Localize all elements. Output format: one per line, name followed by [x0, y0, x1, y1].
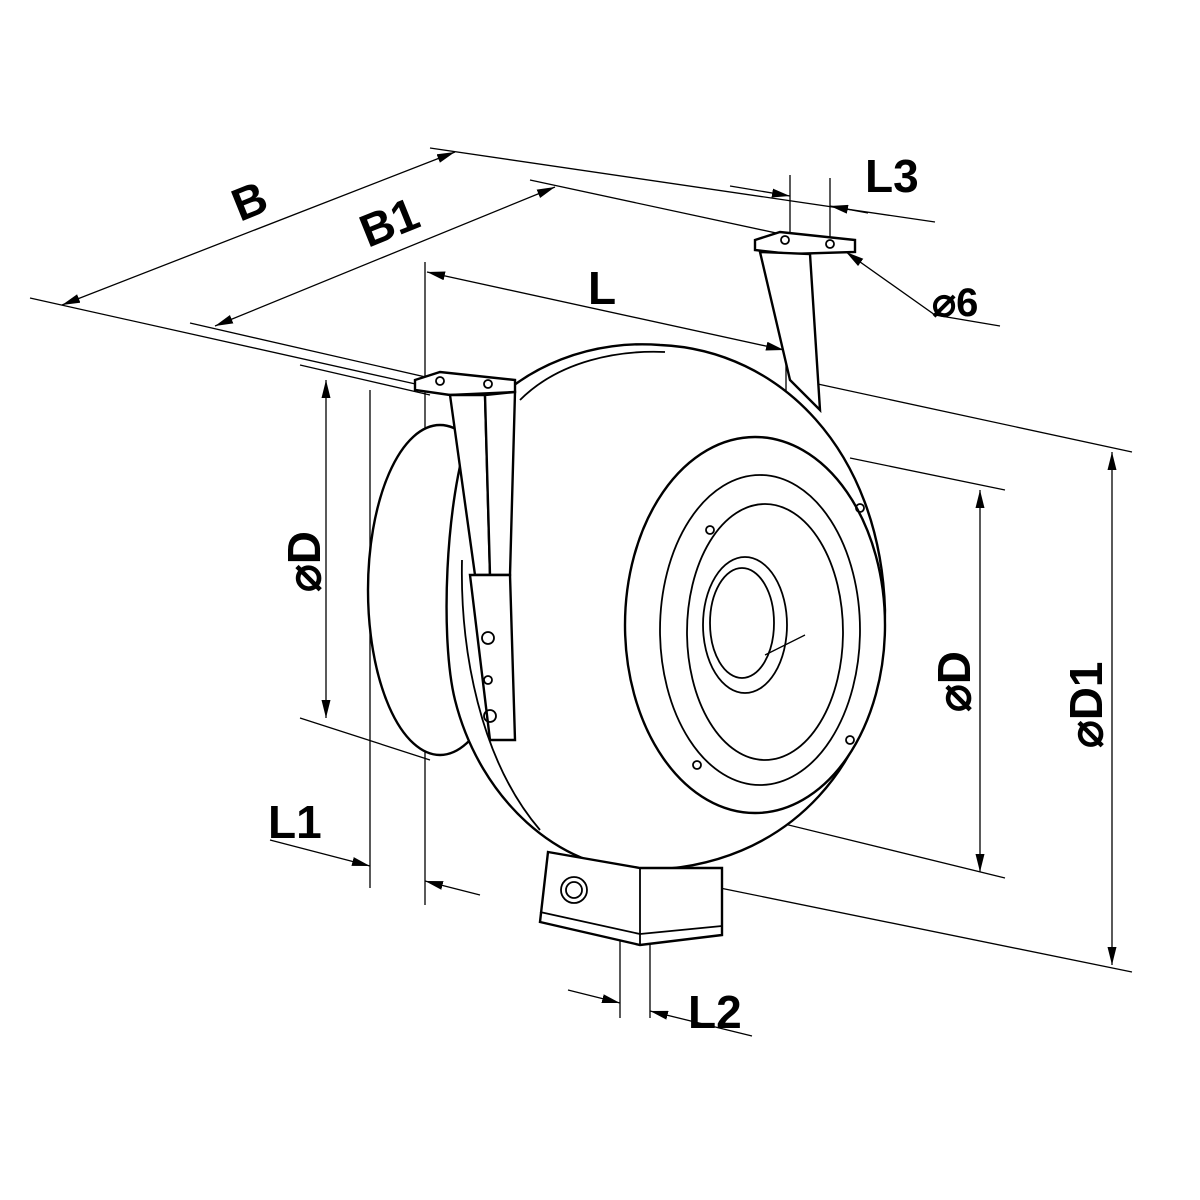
label-B: B	[224, 171, 274, 232]
dim-L1-b	[424, 880, 481, 896]
mounting-bracket-right	[753, 230, 857, 414]
label-D1: ⌀D1	[1060, 662, 1112, 749]
dim-L2-b	[649, 1010, 753, 1037]
label-L: L	[588, 262, 616, 314]
mounting-bracket-left	[413, 370, 517, 742]
dim-L3-a	[729, 185, 791, 198]
dim-L	[426, 271, 785, 351]
front-face	[623, 435, 887, 815]
label-hole-diameter: ⌀6	[932, 281, 978, 325]
leader-hole	[845, 251, 1001, 327]
dimension-labels: B B1 L L3 ⌀6 ⌀D ⌀D ⌀D1 L1 L2	[224, 150, 1112, 1038]
terminal-box	[538, 850, 724, 947]
dimension-lines	[61, 151, 1117, 1037]
dim-B1	[214, 186, 556, 327]
label-L3: L3	[865, 150, 919, 202]
fan-body	[366, 343, 887, 872]
dim-L1-a	[269, 839, 371, 867]
label-L2: L2	[688, 986, 742, 1038]
dim-L2-a	[567, 989, 621, 1004]
label-B1: B1	[352, 187, 426, 257]
label-D-left: ⌀D	[278, 531, 330, 592]
label-D-right: ⌀D	[928, 651, 980, 712]
dim-L3-b	[829, 204, 869, 214]
label-L1: L1	[268, 796, 322, 848]
